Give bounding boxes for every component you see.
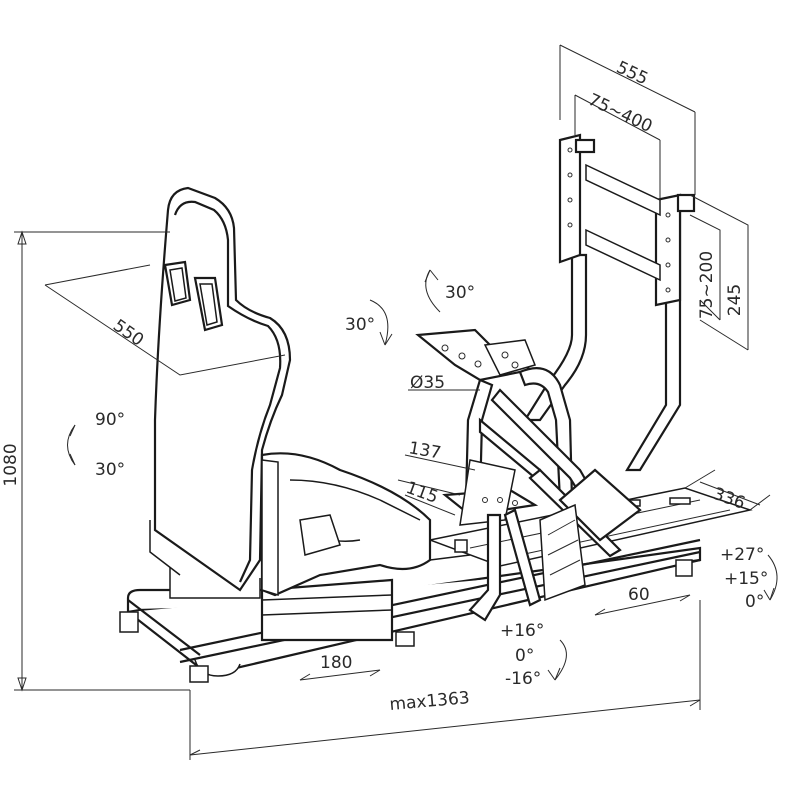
label-seat-depth: 550 [109,316,147,351]
seat-slider-block [149,520,394,642]
label-slide-60: 60 [628,585,650,605]
label-pedal-minus16: -16° [505,669,541,689]
dimension-lines [14,44,771,760]
label-pedal-137: 137 [407,438,442,463]
label-pedal-plus16: +16° [500,621,544,641]
label-vesa-vertical: 75~200 [697,251,717,319]
monitor-mount [523,133,696,472]
label-angle-plus15: +15° [724,569,768,589]
label-pedal-0: 0° [515,646,534,666]
label-vesa-horizontal: 75~400 [585,90,655,137]
label-monitor-width: 555 [613,58,651,90]
label-max-length: max1363 [389,688,471,715]
label-wheel-tilt: 30° [345,315,375,335]
label-mount-height: 245 [725,284,745,316]
label-tube-diameter: Ø35 [410,373,445,393]
label-recline-30: 30° [95,460,125,480]
label-wheel-rotate: 30° [445,283,475,303]
racing-seat [153,186,432,597]
label-recline-90: 90° [95,410,125,430]
pedal-plate [429,459,586,622]
label-total-height: 1080 [1,443,21,486]
rotation-arrows [67,269,778,681]
label-angle-plus27: +27° [720,545,764,565]
label-angle-0-right: 0° [745,592,764,612]
label-seat-slide: 180 [320,653,352,673]
